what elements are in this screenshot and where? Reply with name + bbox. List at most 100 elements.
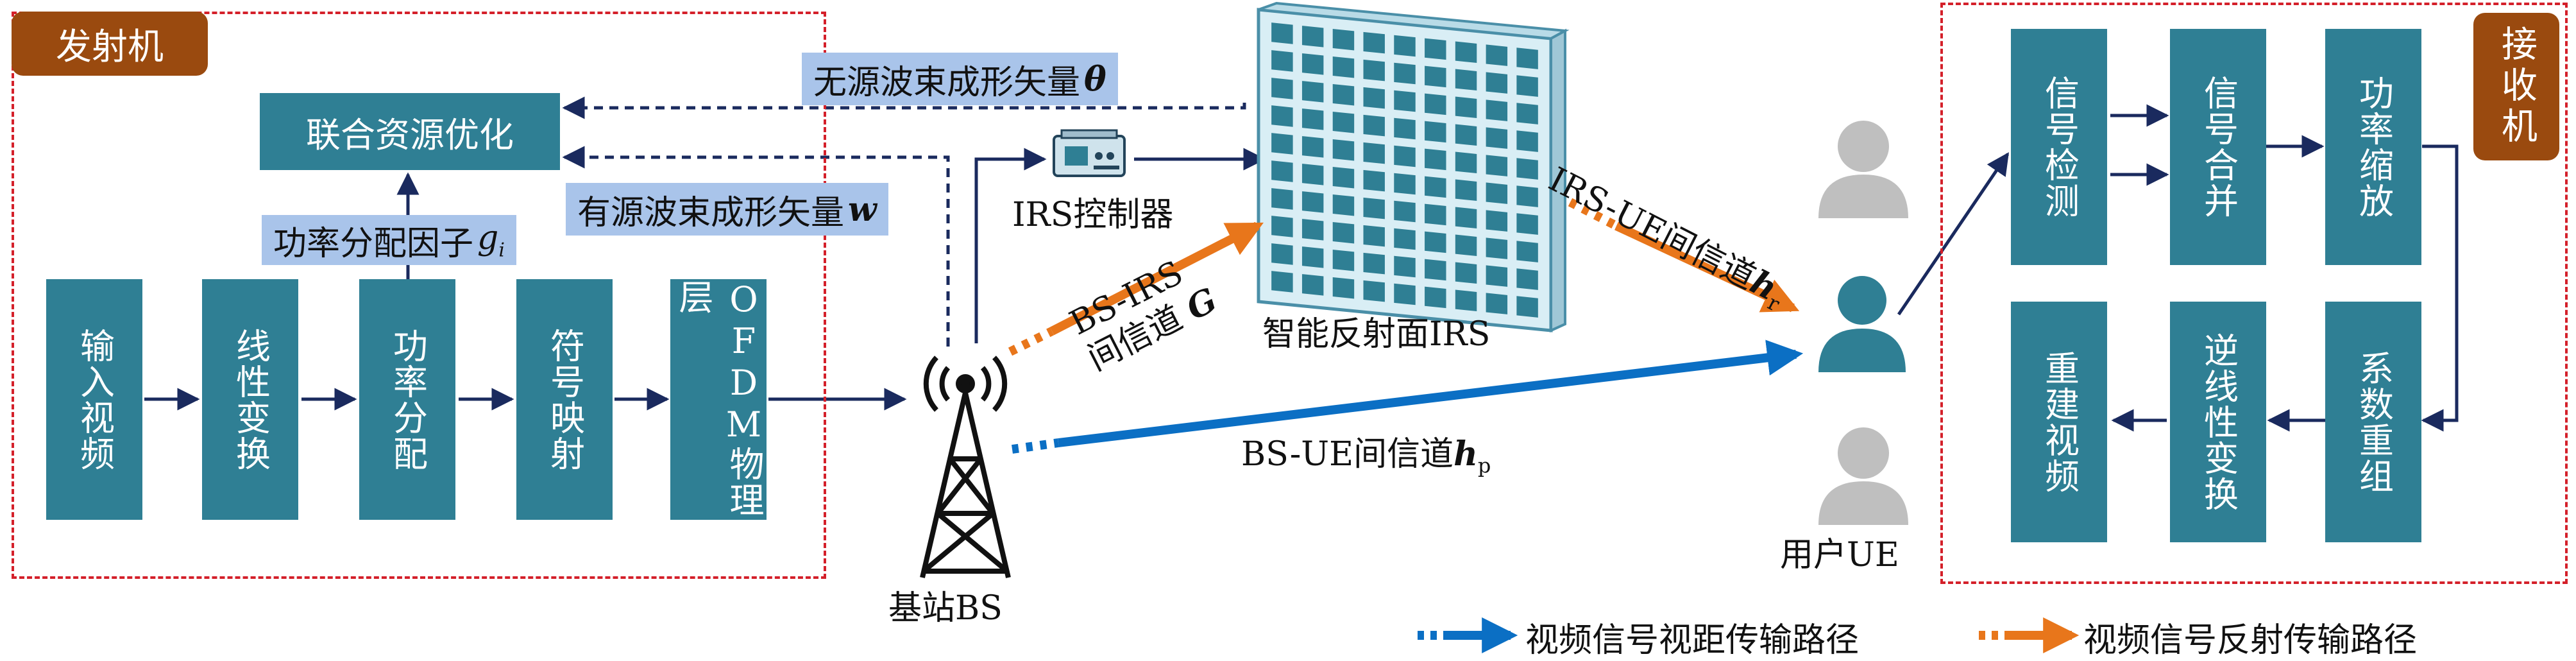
- irs-element: [1394, 228, 1416, 250]
- power-scaling-block-label: 功率缩放: [2353, 75, 2394, 219]
- transmitter-tag: 发射机: [12, 12, 208, 76]
- irs-element: [1271, 78, 1293, 99]
- irs-element: [1486, 99, 1508, 121]
- irs-element: [1301, 219, 1324, 241]
- irs-element: [1486, 293, 1508, 314]
- irs-element: [1516, 241, 1538, 262]
- irs-element: [1271, 160, 1293, 182]
- coefficient-regroup-block-label: 系数重组: [2353, 350, 2394, 494]
- ofdm-phy-block-label: OFDM物理层: [673, 279, 764, 518]
- irs-element: [1332, 277, 1355, 299]
- irs-element: [1486, 72, 1508, 94]
- irs-element: [1516, 268, 1538, 290]
- irs-element: [1425, 259, 1446, 281]
- irs-element: [1301, 26, 1324, 47]
- irs-element: [1301, 53, 1324, 75]
- irs-element: [1271, 216, 1293, 237]
- irs-element: [1332, 56, 1355, 78]
- path-irs-ue: [1614, 221, 1800, 313]
- irs-element: [1301, 164, 1324, 185]
- power-factor-label: 功率分配因子 gi: [262, 215, 516, 265]
- active-beam-symbol: w: [848, 189, 877, 229]
- irs-element: [1363, 87, 1385, 109]
- irs-element: [1425, 65, 1446, 88]
- irs-element: [1301, 81, 1324, 103]
- irs-element: [1455, 207, 1477, 229]
- irs-element: [1363, 169, 1385, 192]
- active-beam-label: 有源波束成形矢量 w: [566, 183, 888, 236]
- irs-element: [1455, 262, 1477, 284]
- irs-element: [1425, 148, 1446, 171]
- signal-detection-block: 信号检测: [2011, 29, 2107, 265]
- power-factor-symbol: gi: [477, 218, 505, 262]
- irs-element: [1516, 75, 1538, 97]
- passive-beam-symbol: θ: [1084, 59, 1106, 99]
- power-scaling-block: 功率缩放: [2325, 29, 2421, 265]
- transmitter-box: [12, 12, 826, 579]
- irs-element: [1301, 108, 1324, 130]
- irs-element: [1301, 246, 1324, 268]
- path-bs-irs-dash: [1008, 327, 1055, 356]
- irs-element: [1486, 182, 1508, 204]
- irs-element: [1516, 296, 1538, 318]
- irs-element: [1394, 62, 1416, 85]
- irs-element: [1363, 114, 1385, 137]
- irs-element: [1332, 249, 1355, 271]
- irs-element: [1486, 237, 1508, 259]
- power-allocation-block-label: 功率分配: [387, 327, 428, 472]
- irs-element: [1271, 105, 1293, 127]
- irs-element: [1332, 194, 1355, 216]
- irs-element: [1394, 200, 1416, 223]
- irs-element: [1332, 28, 1355, 51]
- irs-element: [1394, 35, 1416, 57]
- irs-label: 智能反射面IRS: [1262, 315, 1491, 354]
- irs-element: [1363, 280, 1385, 302]
- irs-element: [1455, 179, 1477, 202]
- irs-controller-label: IRS控制器: [1012, 196, 1174, 234]
- irs-element: [1394, 283, 1416, 305]
- power-allocation-block: 功率分配: [359, 279, 455, 520]
- irs-element: [1332, 83, 1355, 106]
- inverse-linear-transform-block: 逆线性变换: [2170, 302, 2266, 542]
- irs-element: [1271, 188, 1293, 210]
- irs-element: [1425, 38, 1446, 60]
- irs-element: [1271, 133, 1293, 155]
- irs-element: [1332, 139, 1355, 161]
- user-icon-target: [1818, 276, 1906, 372]
- irs-element: [1394, 255, 1416, 278]
- legend-los-text: 视频信号视距传输路径: [1525, 621, 1860, 660]
- path-bs-irs: [1049, 221, 1264, 336]
- irs-element: [1425, 203, 1446, 226]
- bs-ue-channel-label: BS-UE间信道hp: [1241, 434, 1491, 478]
- irs-element: [1394, 173, 1416, 195]
- symbol-mapping-block: 符号映射: [516, 279, 613, 520]
- irs-element: [1425, 93, 1446, 116]
- user-icon-grey-top: [1818, 121, 1908, 218]
- irs-element: [1516, 47, 1538, 69]
- irs-element: [1271, 243, 1293, 265]
- symbol-mapping-block-label: 符号映射: [544, 327, 585, 472]
- irs-element: [1486, 210, 1508, 232]
- irs-element: [1363, 197, 1385, 219]
- power-factor-text: 功率分配因子: [273, 224, 474, 263]
- irs-element: [1301, 274, 1324, 296]
- receiver-box: [1940, 3, 2568, 584]
- irs-element: [1332, 221, 1355, 244]
- irs-element: [1363, 59, 1385, 82]
- irs-element: [1455, 124, 1477, 146]
- active-beam-text: 有源波束成形矢量: [577, 193, 845, 232]
- linear-transform-block: 线性变换: [202, 279, 298, 520]
- irs-element: [1486, 265, 1508, 287]
- irs-element: [1486, 44, 1508, 66]
- irs-element: [1363, 31, 1385, 54]
- irs-element: [1425, 286, 1446, 309]
- signal-combining-block-label: 信号合并: [2198, 75, 2239, 219]
- irs-controller-icon: [1053, 129, 1126, 177]
- irs-element: [1425, 176, 1446, 198]
- irs-element: [1486, 155, 1508, 176]
- irs-element: [1271, 271, 1293, 293]
- irs-element: [1332, 111, 1355, 133]
- irs-element: [1425, 121, 1446, 143]
- irs-element: [1516, 103, 1538, 124]
